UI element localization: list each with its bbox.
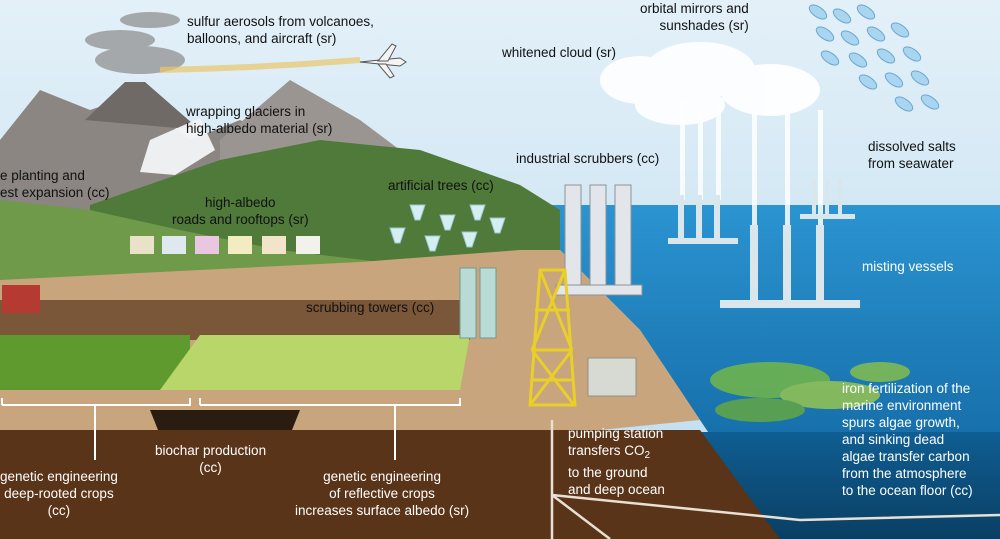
field-brackets: [1, 398, 461, 460]
algae-bloom: [710, 362, 910, 422]
aerosol-trail: [159, 57, 361, 73]
corn-field-right: [160, 335, 470, 390]
plowed-field: [0, 300, 470, 340]
scrubbing-towers: [459, 267, 497, 339]
label-sulfur-aerosols: sulfur aerosols from volcanoes,balloons,…: [187, 14, 374, 46]
orbital-mirrors: [808, 4, 940, 112]
pumping-station: [587, 357, 637, 397]
label-industrial-scrubbers: industrial scrubbers (cc): [516, 151, 660, 166]
label-artificial-trees: artificial trees (cc): [388, 178, 494, 193]
label-whitened-cloud: whitened cloud (sr): [502, 45, 617, 60]
barn: [2, 285, 40, 313]
label-pumping-station: pumping station transfers CO2 to the gro…: [568, 426, 665, 497]
label-scrubbing-towers: scrubbing towers (cc): [306, 300, 435, 315]
artificial-trees: [389, 204, 506, 252]
label-misting-vessels: misting vessels: [862, 259, 954, 274]
spray-plumes: [680, 100, 823, 235]
industrial-scrubbers: [555, 184, 643, 296]
glacier: [140, 118, 215, 175]
pumping-tower: [528, 268, 577, 407]
biochar-pit: [150, 410, 300, 430]
misting-vessels: [668, 180, 860, 308]
houses: [130, 236, 320, 254]
volcano: [85, 82, 200, 130]
pump-pipes: [550, 420, 1000, 539]
label-biochar: biochar production(cc): [155, 443, 267, 475]
soil: [0, 430, 780, 539]
airplane: [359, 43, 407, 79]
corn-field-left: [0, 335, 190, 390]
